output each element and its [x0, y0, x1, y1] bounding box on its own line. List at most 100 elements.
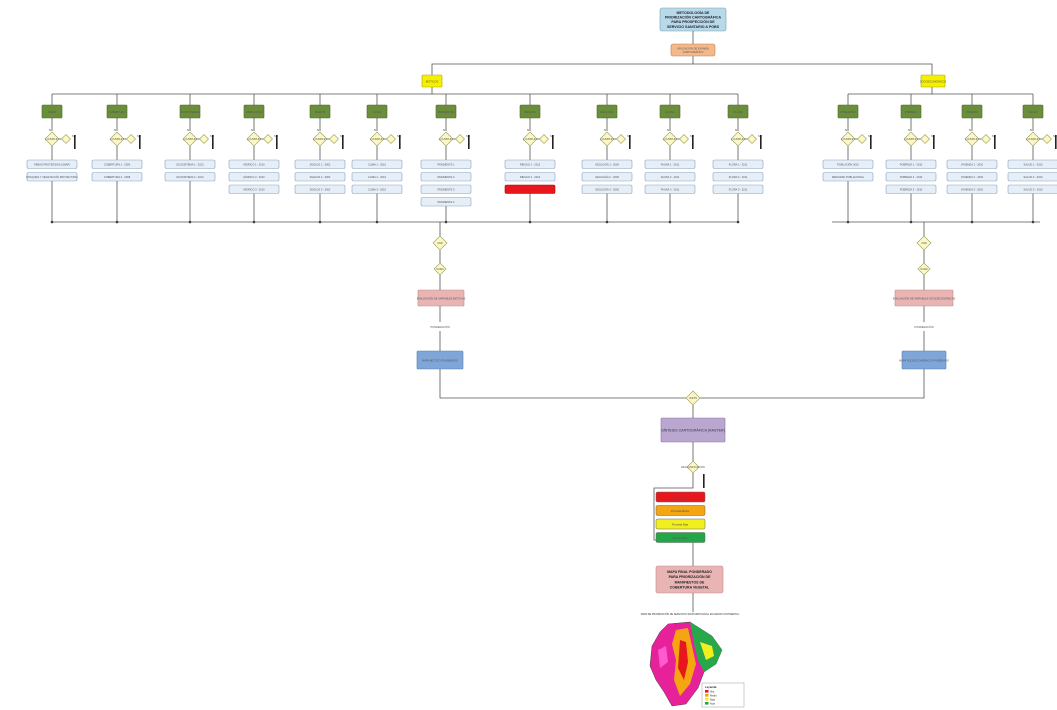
right_headers-header-1[interactable]: POBREZA	[900, 104, 922, 119]
decision-diamond-left_headers-5[interactable]: ¿CUMPLE?	[369, 131, 384, 147]
side-diamond-right_headers-2[interactable]	[981, 134, 991, 144]
right_headers-header-0[interactable]: POBLACIÓN	[837, 104, 859, 119]
variable-item[interactable]: HÍDRICO 2 - 2010	[228, 172, 280, 182]
variable-item[interactable]: SUELOS 3 - 2002	[294, 184, 346, 194]
decision-diamond-left_headers-8[interactable]: ¿CUMPLE?	[599, 131, 614, 147]
side-diamond-left_headers-5[interactable]	[386, 134, 396, 144]
variable-item[interactable]: SALUD 1 - 2010	[1007, 159, 1057, 169]
variable-item[interactable]: DENSIDAD POBLACIONAL	[822, 172, 874, 182]
variable-item[interactable]: FLORA 2 - 2011	[712, 172, 764, 182]
priority-map[interactable]	[649, 621, 723, 707]
variable-item[interactable]: SUELOS 1 - 2002	[294, 159, 346, 169]
decision-diamond-left_headers-3[interactable]: ¿CUMPLE?	[246, 131, 261, 147]
variable-item[interactable]: CLIMA 2 - 2010	[351, 172, 403, 182]
left_headers-header-5[interactable]: CLIMA	[366, 104, 388, 119]
variable-item[interactable]: FAUNA 2 - 2011	[644, 172, 696, 182]
synthesis-box[interactable]: SÍNTESIS CARTOGRÁFICA (RASTER)	[660, 417, 726, 443]
side-diamond-left_headers-1[interactable]	[126, 134, 136, 144]
decision-diamond-left_headers-0[interactable]: ¿CUMPLE?	[44, 131, 59, 147]
side-diamond-right_headers-0[interactable]	[857, 134, 867, 144]
priority-level-1[interactable]: Prioridad Media	[655, 505, 706, 516]
side-diamond-left_headers-7[interactable]	[539, 134, 549, 144]
side-diamond-left_headers-3[interactable]	[263, 134, 273, 144]
decision-diamond-left_headers-7[interactable]: ¿CUMPLE?	[522, 131, 537, 147]
right-result-box[interactable]: MAPA SOCIOECONÓMICO PONDERADO	[899, 350, 949, 370]
priority-level-2[interactable]: Prioridad Baja	[655, 518, 706, 530]
left_headers-header-8[interactable]: GEOLOGÍA	[596, 104, 618, 119]
decision-diamond-right_headers-2[interactable]: ¿CUMPLE?	[964, 131, 979, 147]
left_headers-header-0[interactable]: ÁREAS	[41, 104, 63, 119]
variable-item[interactable]: SUELOS 2 - 2002	[294, 172, 346, 182]
decision-diamond-left_headers-9[interactable]: ¿CUMPLE?	[662, 131, 677, 147]
variable-item[interactable]: FAUNA 3 - 2011	[644, 184, 696, 194]
decision-diamond-right_headers-0[interactable]: ¿CUMPLE?	[840, 131, 855, 147]
left-sum-diamond[interactable]: SUMA	[433, 262, 447, 276]
left-and-diamond[interactable]: AND	[432, 235, 448, 251]
side-diamond-left_headers-0[interactable]	[61, 134, 71, 144]
branch-right[interactable]: SOCIOECONÓMICOS	[920, 74, 947, 88]
right_headers-header-2[interactable]: VIVIENDA	[961, 104, 983, 119]
side-diamond-left_headers-4[interactable]	[329, 134, 339, 144]
priority-level-3[interactable]: No prioritario	[655, 532, 706, 543]
variable-item[interactable]: PENDIENTE 4	[420, 197, 472, 207]
variable-item[interactable]: ECOSISTEMA 1 - 2013	[164, 159, 216, 169]
variable-item[interactable]: CLIMA 3 - 2010	[351, 184, 403, 194]
left_headers-header-6[interactable]: PENDIENTES	[435, 104, 457, 119]
right_headers-header-3[interactable]: SALUD	[1022, 104, 1044, 119]
variable-item[interactable]: GEOLOGÍA 3 - 2000	[581, 184, 633, 194]
variable-item[interactable]: HÍDRICO 3 - 2010	[228, 184, 280, 194]
variable-item[interactable]: ECOSISTEMA 2 - 2013	[164, 172, 216, 182]
decision-diamond-left_headers-2[interactable]: ¿CUMPLE?	[182, 131, 197, 147]
variable-item[interactable]: COBERTURA 2 - 2008	[91, 172, 143, 182]
right-process-box[interactable]: EVALUACIÓN DE VARIABLES SOCIOECONÓMICAS	[893, 289, 956, 307]
side-diamond-left_headers-10[interactable]	[747, 134, 757, 144]
variable-item[interactable]: SALUD 3 - 2010	[1007, 184, 1057, 194]
decision-diamond-left_headers-4[interactable]: ¿CUMPLE?	[312, 131, 327, 147]
variable-item[interactable]: VIVIENDA 3 - 2010	[946, 184, 998, 194]
left_headers-header-9[interactable]: FAUNA	[659, 104, 681, 119]
decision-diamond-left_headers-6[interactable]: ¿CUMPLE?	[438, 131, 453, 147]
side-diamond-left_headers-2[interactable]	[199, 134, 209, 144]
variable-item[interactable]: GEOLOGÍA 1 - 2000	[581, 159, 633, 169]
variable-item[interactable]: BOSQUES Y VEGETACIÓN PROTECTORA	[26, 172, 78, 182]
side-diamond-right_headers-3[interactable]	[1042, 134, 1052, 144]
decision-diamond-right_headers-3[interactable]: ¿CUMPLE?	[1025, 131, 1040, 147]
variable-item[interactable]: CLIMA 1 - 2010	[351, 159, 403, 169]
variable-item[interactable]: POBREZA 1 - 2010	[885, 159, 937, 169]
variable-item[interactable]: SALUD 2 - 2010	[1007, 172, 1057, 182]
variable-item[interactable]: COBERTURA 1 - 2000	[91, 159, 143, 169]
side-diamond-right_headers-1[interactable]	[920, 134, 930, 144]
variable-item[interactable]: FAUNA 1 - 2011	[644, 159, 696, 169]
variable-item[interactable]: RIESGO 1 - 2012	[504, 159, 556, 169]
variable-item[interactable]: FLORA 3 - 2011	[712, 184, 764, 194]
decision-diamond-right_headers-1[interactable]: ¿CUMPLE?	[903, 131, 918, 147]
side-diamond-left_headers-8[interactable]	[616, 134, 626, 144]
variable-item[interactable]: VIVIENDA 2 - 2010	[946, 172, 998, 182]
left-result-box[interactable]: MAPA BIÓTICO PONDERADO	[416, 350, 464, 370]
left_headers-header-7[interactable]: RIESGOS	[519, 104, 541, 119]
variable-item[interactable]: RIESGO 3 - 2012	[504, 184, 556, 194]
left-process-box[interactable]: EVALUACIÓN DE VARIABLES BIÓTICAS	[417, 289, 466, 307]
decision-diamond-left_headers-10[interactable]: ¿CUMPLE?	[730, 131, 745, 147]
left_headers-header-4[interactable]: SUELOS	[309, 104, 331, 119]
right-sum-diamond[interactable]: SUMA	[917, 262, 931, 276]
variable-item[interactable]: HÍDRICO 1 - 2010	[228, 159, 280, 169]
variable-item[interactable]: VIVIENDA 1 - 2010	[946, 159, 998, 169]
variable-item[interactable]: PENDIENTE 2	[420, 172, 472, 182]
variable-item[interactable]: PENDIENTE 3	[420, 184, 472, 194]
variable-item[interactable]: RIESGO 2 - 2012	[504, 172, 556, 182]
side-diamond-left_headers-9[interactable]	[679, 134, 689, 144]
left_headers-header-2[interactable]: ECOSISTEMAS	[179, 104, 201, 119]
variable-item[interactable]: ÁREAS PROTEGIDAS (SNAP)	[26, 159, 78, 169]
left_headers-header-1[interactable]: COBERTURA	[106, 104, 128, 119]
branch-left[interactable]: BIÓTICOS	[421, 74, 443, 88]
side-diamond-left_headers-6[interactable]	[455, 134, 465, 144]
variable-item[interactable]: POBREZA 3 - 2010	[885, 184, 937, 194]
left_headers-header-10[interactable]: FLORA	[727, 104, 749, 119]
priority-level-0[interactable]: Prioridad Alta	[655, 491, 706, 503]
classify-diamond[interactable]: RECLASIFICACIÓN	[681, 460, 705, 474]
variable-item[interactable]: POBREZA 2 - 2010	[885, 172, 937, 182]
